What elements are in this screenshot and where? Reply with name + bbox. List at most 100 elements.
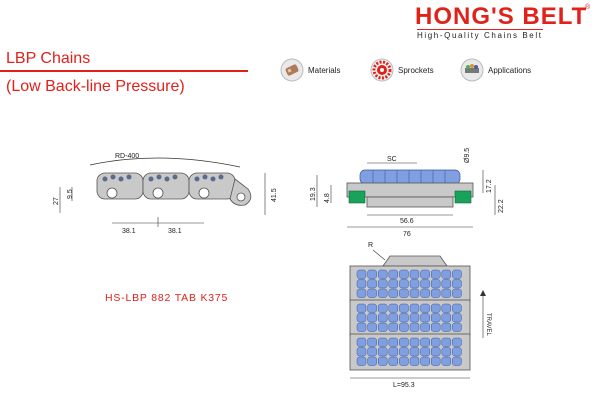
top-view-drawing: R TRAVEL L=95.3 [349, 242, 491, 389]
roller [367, 322, 377, 332]
roller [430, 337, 441, 347]
chain-link [96, 172, 252, 206]
roller [452, 288, 462, 298]
materials-label: Materials [308, 65, 341, 75]
roller [452, 347, 462, 357]
roller [409, 269, 420, 279]
roller [420, 347, 430, 357]
applications-button[interactable]: Applications [460, 58, 531, 82]
applications-icon [460, 58, 484, 82]
brand-tagline: High-Quality Chains Belt [417, 29, 543, 40]
roller [367, 337, 377, 347]
roller [420, 303, 430, 313]
roller [377, 288, 388, 298]
roller [367, 303, 377, 313]
roller [441, 356, 452, 366]
title-divider [0, 70, 248, 72]
roller [388, 347, 399, 357]
roller [399, 322, 409, 332]
roller [452, 337, 462, 347]
roller [409, 303, 420, 313]
roller [356, 322, 367, 332]
sprockets-label: Sprockets [398, 65, 434, 75]
roller [367, 279, 377, 289]
side-view-drawing: RD-400 27 9.5 41.5 38.1 38.1 [53, 153, 278, 235]
roller [420, 288, 430, 298]
roller [409, 337, 420, 347]
roller [367, 356, 377, 366]
materials-button[interactable]: Materials [280, 58, 340, 82]
roller [420, 279, 430, 289]
roller [356, 347, 367, 357]
roller [399, 356, 409, 366]
page-title: LBP Chains [6, 50, 91, 67]
dim-9-5: 9.5 [67, 189, 74, 199]
dim-17-2: 17.2 [486, 179, 493, 193]
dim-41-5: 41.5 [271, 188, 278, 202]
roller [377, 303, 388, 313]
brand-logo: HONG'S BELT ® High-Quality Chains Belt [415, 4, 595, 42]
roller [356, 303, 367, 313]
roller [430, 303, 441, 313]
roller [399, 303, 409, 313]
sprocket-icon [370, 58, 394, 82]
roller [430, 322, 441, 332]
roller [452, 303, 462, 313]
roller [420, 322, 430, 332]
roller [388, 356, 399, 366]
roller [409, 356, 420, 366]
roller [420, 356, 430, 366]
roller [430, 347, 441, 357]
roller [356, 356, 367, 366]
roller [441, 347, 452, 357]
roller [441, 313, 452, 323]
roller [377, 279, 388, 289]
dia-label: Ø9.5 [464, 148, 471, 163]
dim-22-2: 22.2 [498, 199, 505, 213]
travel-label: TRAVEL [485, 313, 491, 337]
roller [441, 337, 452, 347]
dim-27: 27 [53, 197, 60, 205]
roller [430, 269, 441, 279]
dim-76: 76 [403, 231, 411, 238]
roller [399, 337, 409, 347]
roller [377, 269, 388, 279]
roller-row [359, 169, 461, 185]
roller [399, 269, 409, 279]
roller [367, 313, 377, 323]
dim-56-6: 56.6 [400, 218, 414, 225]
roller [388, 313, 399, 323]
roller [430, 356, 441, 366]
pitch-38-1-a: 38.1 [122, 228, 136, 235]
roller [441, 288, 452, 298]
roller [420, 313, 430, 323]
roller [367, 347, 377, 357]
pitch-38-1-b: 38.1 [168, 228, 182, 235]
roller [452, 279, 462, 289]
roller [399, 279, 409, 289]
radius-label: RD-400 [115, 153, 139, 160]
roller [388, 303, 399, 313]
roller [356, 269, 367, 279]
roller [441, 322, 452, 332]
roller [399, 288, 409, 298]
roller [356, 337, 367, 347]
roller [388, 337, 399, 347]
roller [441, 269, 452, 279]
roller [388, 269, 399, 279]
page-subtitle: (Low Back-line Pressure) [6, 78, 185, 95]
roller [430, 313, 441, 323]
roller [420, 337, 430, 347]
roller [452, 356, 462, 366]
roller [430, 279, 441, 289]
roller [409, 279, 420, 289]
roller [399, 347, 409, 357]
roller [356, 313, 367, 323]
roller [377, 322, 388, 332]
roller [388, 288, 399, 298]
roller [388, 279, 399, 289]
roller [452, 322, 462, 332]
sprockets-button[interactable]: Sprockets [370, 58, 434, 82]
roller [409, 322, 420, 332]
roller [367, 288, 377, 298]
